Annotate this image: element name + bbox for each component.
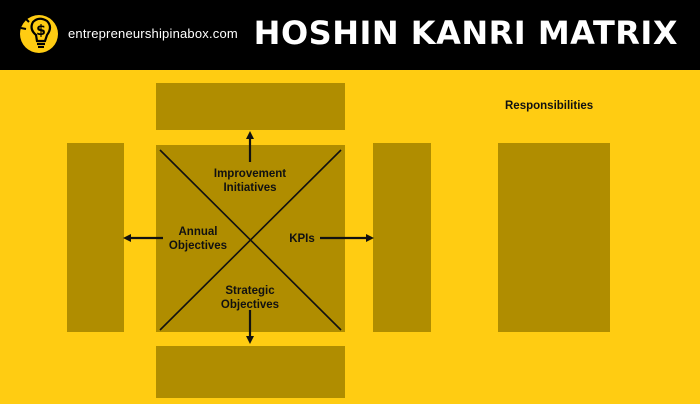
responsibilities-box <box>498 143 610 332</box>
right-box <box>373 143 431 332</box>
top-box <box>156 83 345 130</box>
header-bar: $ entrepreneurshipinabox.com HOSHIN KANR… <box>0 0 700 70</box>
lightbulb-dollar-icon: $ <box>17 8 65 56</box>
label-strategic-objectives: Strategic Objectives <box>220 285 280 311</box>
label-improvement-initiatives: Improvement Initiatives <box>213 168 287 194</box>
label-annual-objectives: Annual Objectives <box>168 226 228 252</box>
diagonal-line-2 <box>159 149 342 331</box>
label-kpis: KPIs <box>289 233 315 245</box>
logo-dollar: $ <box>36 23 46 39</box>
page-title: HOSHIN KANRI MATRIX <box>253 14 678 52</box>
center-box <box>156 145 345 332</box>
left-box <box>67 143 124 332</box>
label-responsibilities: Responsibilities <box>505 100 594 112</box>
bottom-box <box>156 346 345 398</box>
site-name: entrepreneurshipinabox.com <box>68 26 238 41</box>
